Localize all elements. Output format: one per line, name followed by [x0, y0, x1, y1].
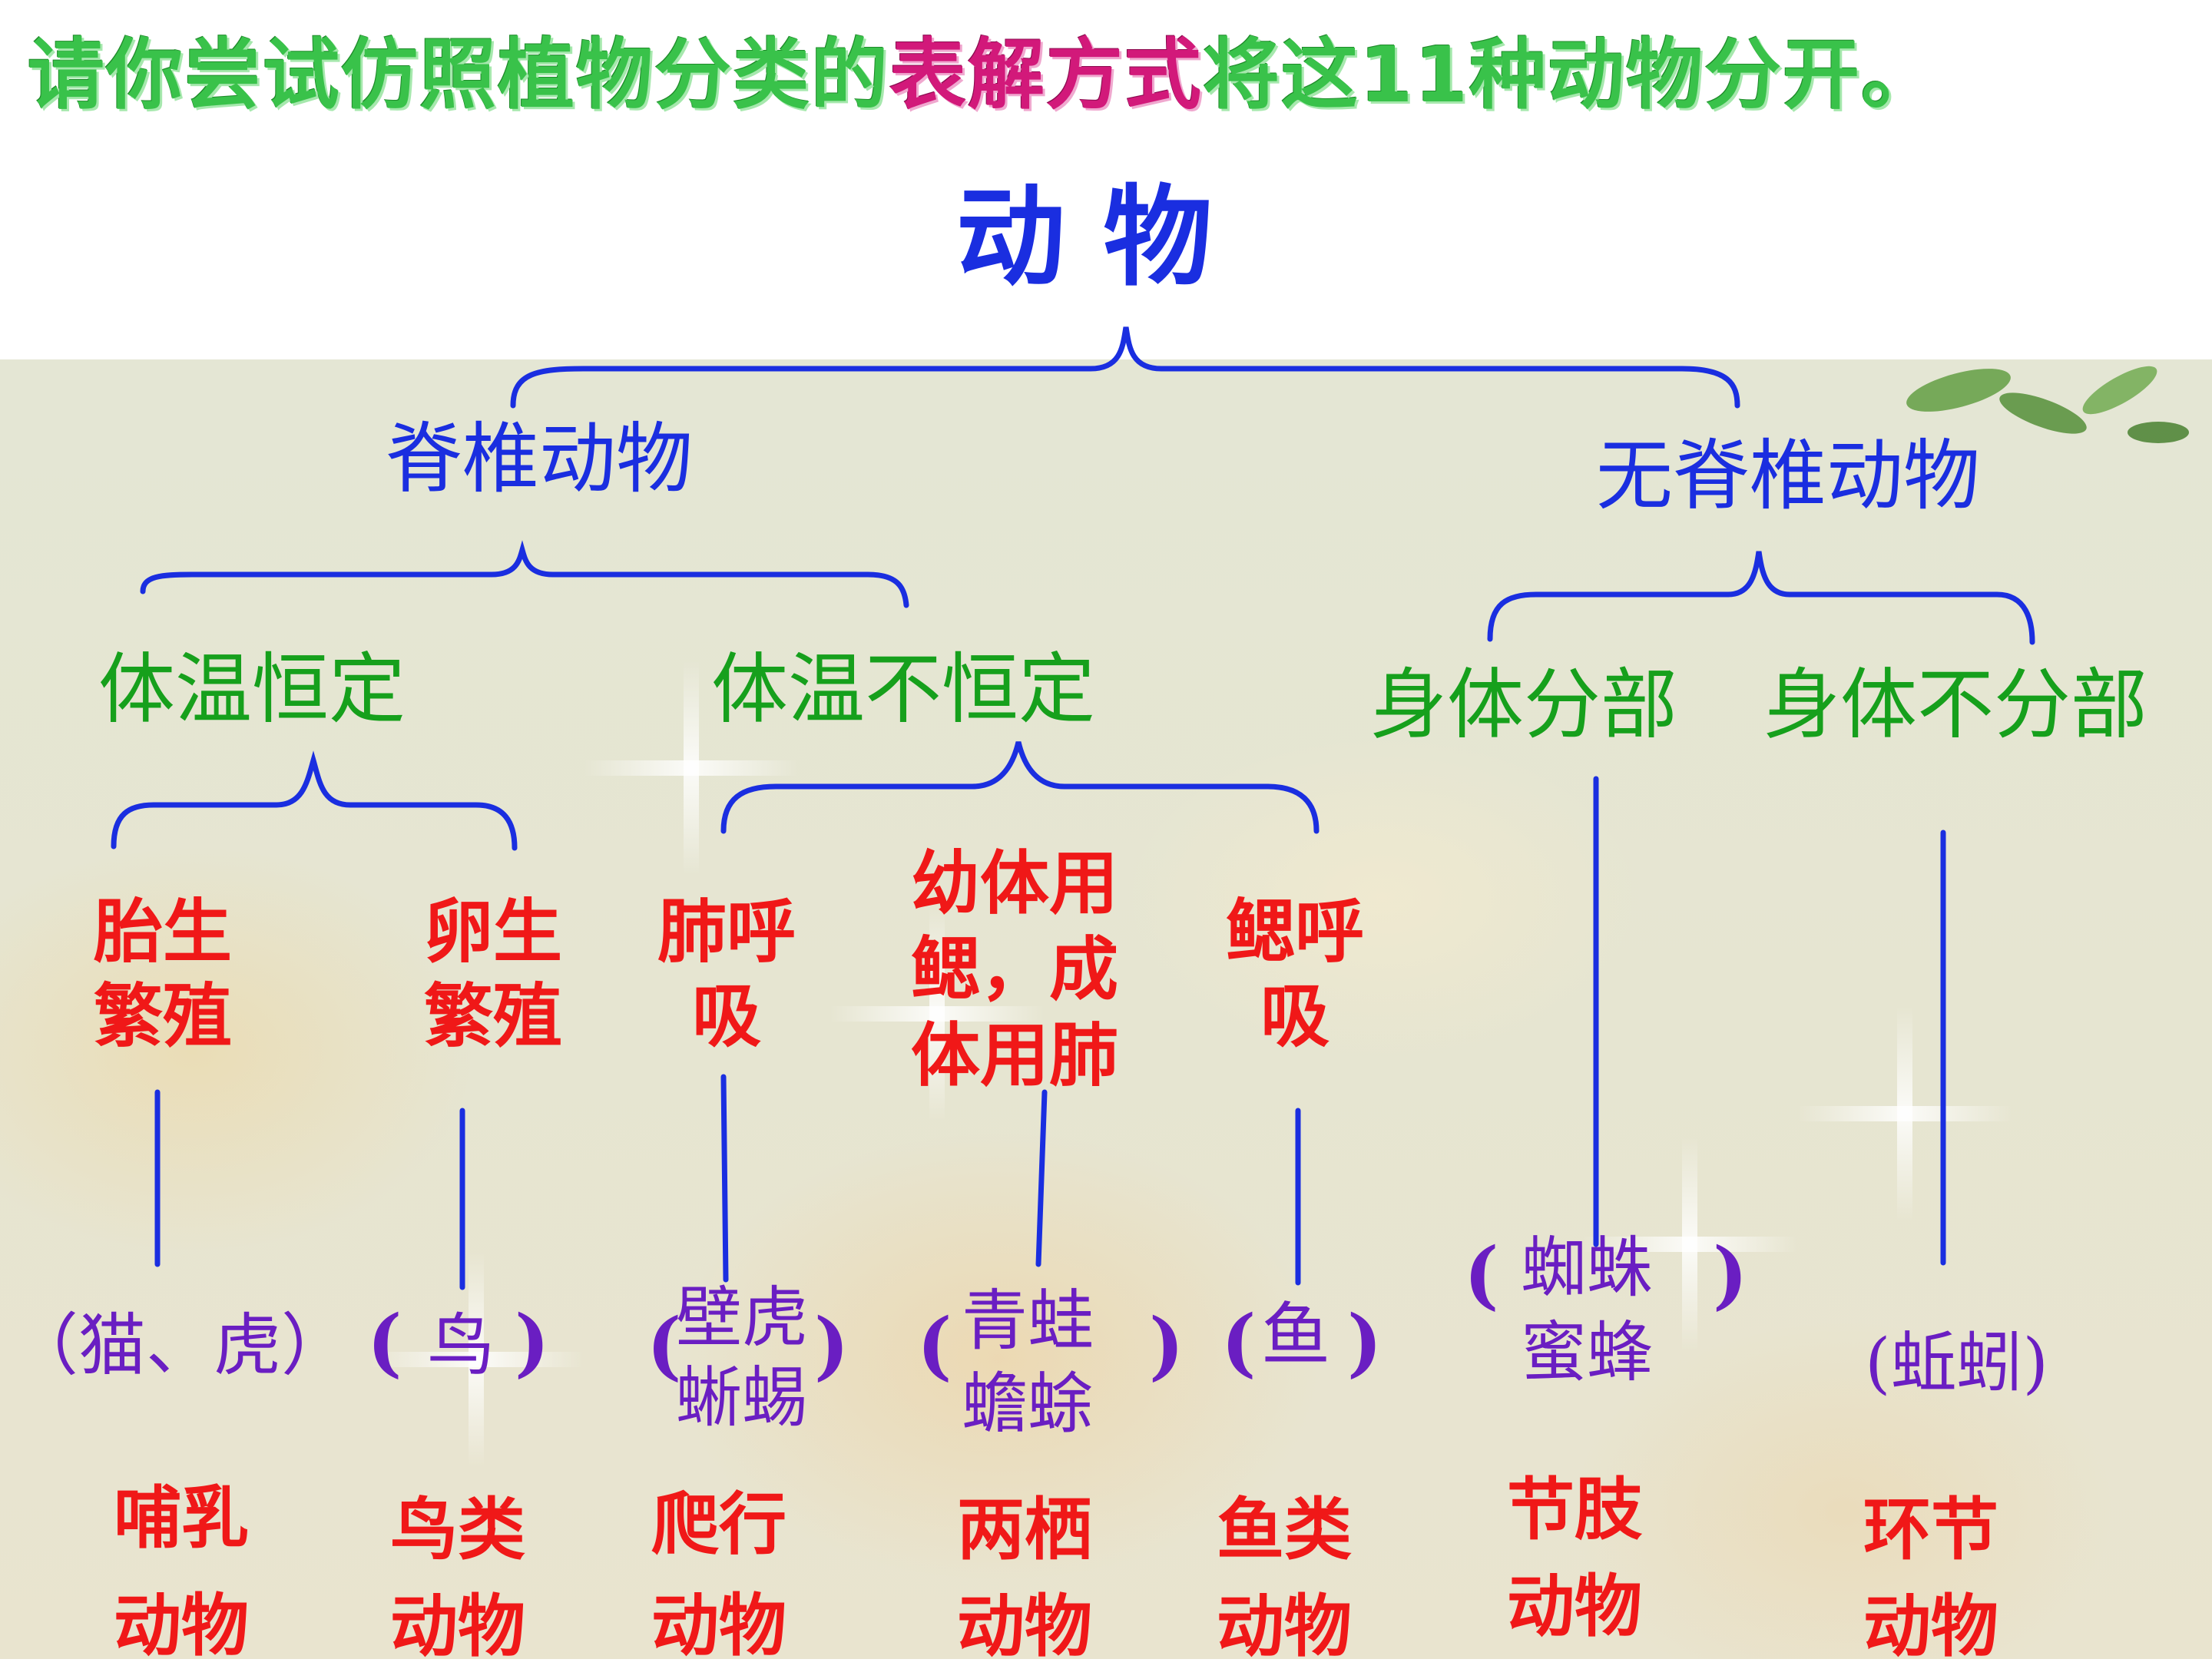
class-arthropod: 节肢 动物	[1507, 1461, 1642, 1654]
brace-warm	[111, 750, 518, 851]
trait-line: 体用肺	[911, 1015, 1118, 1096]
trait-line: 吸	[1260, 975, 1330, 1057]
class-line: 动物	[1507, 1566, 1643, 1646]
example-mammal: （猫、虎）	[11, 1306, 349, 1385]
root-node: 动 物	[956, 174, 1213, 301]
class-line: 爬行	[651, 1484, 787, 1564]
example-bird-close: )	[515, 1299, 550, 1386]
brace-root	[510, 326, 1740, 409]
example-fish: 鱼	[1261, 1295, 1330, 1376]
example-bird: 鸟	[427, 1306, 495, 1385]
example-fish-open: (	[1221, 1299, 1257, 1386]
heading-highlight: 表解方式	[889, 30, 1203, 120]
class-line: 动物	[957, 1586, 1093, 1666]
trait-oviparous: 卵生 繁殖	[424, 889, 562, 1058]
example-fish-close: )	[1347, 1299, 1382, 1386]
brace-vertebrate	[140, 540, 909, 608]
example-amphibian-open: (	[917, 1302, 952, 1389]
class-reptile: 爬行 动物	[651, 1473, 786, 1676]
example-annelid: (蚯蚓)	[1865, 1325, 2049, 1402]
example-reptile: 壁虎 蜥蜴	[676, 1278, 808, 1438]
trait-line: 胎生	[94, 891, 232, 972]
trait-gill-then-lung: 幼体用 鳃，成 体用肺	[911, 840, 1118, 1098]
trait-lung-breathing: 肺呼 吸	[657, 889, 796, 1058]
class-line: 鸟类	[390, 1489, 526, 1569]
trait-line: 繁殖	[94, 975, 232, 1057]
line-amphibian	[1035, 1089, 1048, 1267]
example-reptile-open: (	[647, 1302, 682, 1389]
example-arthropod: 蜘蛛 蜜蜂	[1521, 1226, 1653, 1395]
class-annelid: 环节 动物	[1863, 1481, 1998, 1674]
example-arthropod-open: (	[1464, 1231, 1499, 1318]
class-mammal: 哺乳 动物	[114, 1464, 249, 1679]
brace-invertebrate	[1487, 551, 2035, 645]
trait-line: 卵生	[424, 891, 562, 972]
class-line: 动物	[1217, 1586, 1353, 1666]
heading-part-3: 将这11种动物分开。	[1203, 30, 1940, 120]
node-segmented: 身体分部	[1370, 660, 1677, 750]
class-line: 动物	[390, 1586, 526, 1666]
class-line: 两栖	[957, 1489, 1093, 1569]
trait-line: 吸	[692, 975, 761, 1057]
example-line: 蜥蜴	[676, 1359, 808, 1436]
line-reptile	[720, 1074, 729, 1283]
example-line: 壁虎	[676, 1280, 808, 1356]
trait-gill-breathing: 鳃呼 吸	[1226, 889, 1364, 1058]
example-bird-open: (	[367, 1299, 402, 1386]
class-line: 动物	[651, 1585, 787, 1665]
node-warm-blooded: 体温恒定	[98, 644, 406, 734]
example-reptile-close: )	[814, 1302, 849, 1389]
class-bird: 鸟类 动物	[390, 1481, 525, 1674]
example-line: 蟾蜍	[962, 1366, 1094, 1442]
trait-viviparous: 胎生 繁殖	[94, 889, 232, 1058]
class-line: 动物	[1863, 1586, 1999, 1666]
class-line: 环节	[1863, 1489, 1999, 1569]
example-amphibian-close: )	[1149, 1302, 1184, 1389]
class-fish: 鱼类 动物	[1217, 1481, 1352, 1674]
class-line: 哺乳	[114, 1478, 250, 1558]
node-unsegmented: 身体不分部	[1763, 660, 2147, 750]
example-line: 青蛙	[962, 1283, 1094, 1359]
trait-line: 鳃，成	[911, 929, 1118, 1010]
node-vertebrate: 脊椎动物	[386, 414, 693, 504]
brace-cold	[720, 741, 1320, 834]
class-line: 鱼类	[1217, 1489, 1353, 1569]
trait-line: 鳃呼	[1226, 891, 1364, 972]
node-cold-blooded: 体温不恒定	[711, 644, 1095, 734]
node-invertebrate: 无脊椎动物	[1596, 431, 1980, 521]
trait-line: 肺呼	[657, 891, 796, 972]
class-line: 节肢	[1507, 1469, 1643, 1549]
example-arthropod-close: )	[1713, 1231, 1748, 1318]
class-line: 动物	[114, 1585, 250, 1665]
leaves-decoration	[1906, 366, 2189, 443]
heading-part-1: 请你尝试仿照植物分类的	[28, 30, 889, 120]
class-amphibian: 两栖 动物	[957, 1481, 1092, 1674]
trait-line: 幼体用	[911, 843, 1118, 924]
example-line: 蜜蜂	[1521, 1314, 1653, 1391]
example-amphibian: 青蛙 蟾蜍	[962, 1280, 1094, 1446]
trait-line: 繁殖	[424, 975, 562, 1057]
example-line: 蜘蛛	[1521, 1230, 1653, 1306]
page-heading: 请你尝试仿照植物分类的表解方式将这11种动物分开。	[28, 37, 1939, 114]
